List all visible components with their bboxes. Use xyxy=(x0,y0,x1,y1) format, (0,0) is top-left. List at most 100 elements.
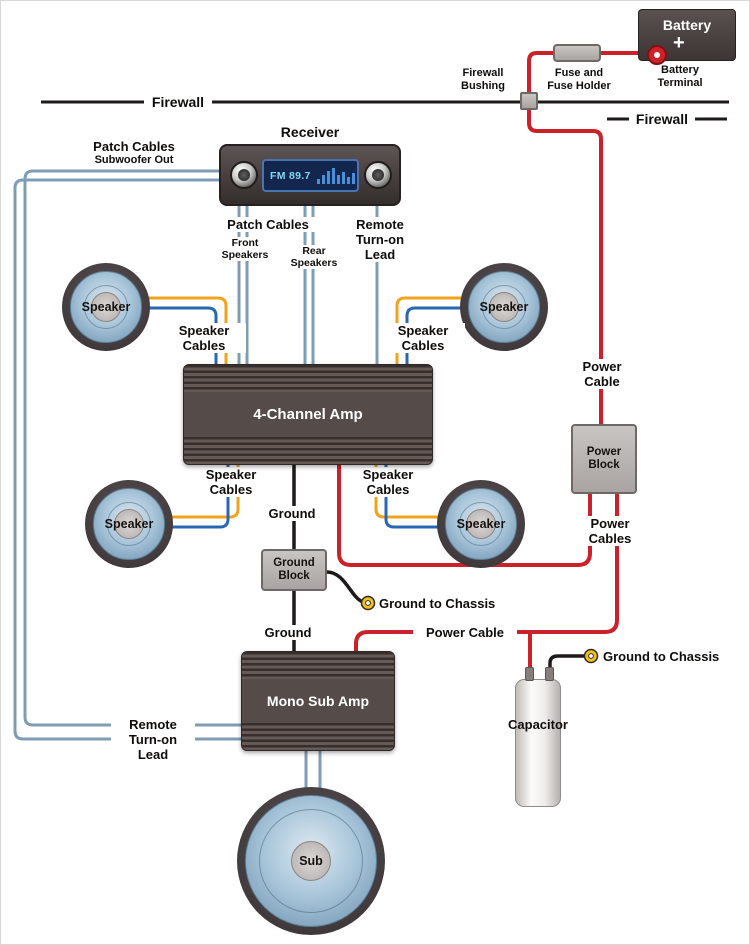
power-block-line2: Block xyxy=(588,459,620,471)
speaker-cables-line1: Speaker xyxy=(178,323,230,338)
four-channel-amp: 4-Channel Amp xyxy=(183,364,433,465)
remote-lead-to-sub-amp xyxy=(13,178,247,741)
speaker-wire-fr-orange xyxy=(395,296,491,367)
amp-heatsink-fins xyxy=(184,437,432,464)
fuse-label-line1: Fuse and xyxy=(554,67,604,79)
subwoofer: Sub xyxy=(237,787,385,935)
battery-terminal-line1: Battery xyxy=(661,64,699,76)
patch-cables-label: Patch Cables xyxy=(216,217,320,232)
bushing-label-line1: Firewall xyxy=(462,67,504,79)
speaker-cables-line1: Speaker xyxy=(397,323,449,338)
firewall-label-left: Firewall xyxy=(144,94,212,110)
power-block-line1: Power xyxy=(586,446,622,458)
chassis-ring-terminal-icon xyxy=(360,595,376,611)
speaker-wire-rl-blue xyxy=(137,460,230,529)
ground-to-chassis-label-2: Ground to Chassis xyxy=(603,649,720,664)
capacitor xyxy=(515,679,561,807)
capacitor-terminal-right xyxy=(545,667,554,681)
remote-lead-bottom-line3: Lead xyxy=(137,747,169,762)
subwoofer-patch-cable xyxy=(23,169,247,727)
speaker-cables-label-4: Speaker Cables xyxy=(346,467,430,497)
battery-terminal-line2: Terminal xyxy=(657,77,703,89)
speaker-cables-line1: Speaker xyxy=(362,467,414,482)
sub-label: Sub xyxy=(299,854,323,868)
speaker-dust-cap xyxy=(114,509,144,539)
battery-terminal-icon xyxy=(647,45,667,65)
speaker-label: Speaker xyxy=(104,517,154,531)
chassis-ring-terminal-icon-2 xyxy=(583,648,599,664)
firewall-label-right: Firewall xyxy=(629,111,695,127)
speaker-front-left: Speaker xyxy=(62,263,150,351)
power-cable-line2: Cable xyxy=(584,374,620,389)
mono-sub-amp-title: Mono Sub Amp xyxy=(266,693,370,709)
fuse-holder-label: Fuse and Fuse Holder xyxy=(539,67,619,93)
firewall-bushing xyxy=(520,92,538,110)
power-cables-line1: Power xyxy=(590,516,630,531)
rear-speakers-line1: Rear xyxy=(302,245,326,257)
speaker-label: Speaker xyxy=(81,300,131,314)
plus-sign: + xyxy=(673,32,685,54)
radio-frequency: FM 89.7 xyxy=(270,169,311,182)
four-channel-amp-title: 4-Channel Amp xyxy=(253,406,363,423)
remote-lead-label-bottom: Remote Turn-on Lead xyxy=(111,717,195,762)
speaker-front-right: Speaker xyxy=(460,263,548,351)
speaker-dust-cap xyxy=(489,292,519,322)
receiver-title: Receiver xyxy=(280,124,340,140)
amp-heatsink-fins xyxy=(242,723,394,750)
ground-block: Ground Block xyxy=(261,549,327,591)
speaker-wire-rr-blue xyxy=(384,460,475,529)
remote-lead-top-line2: Turn-on xyxy=(355,232,405,247)
ground-wire-to-chassis xyxy=(325,570,365,604)
power-cable-battery-to-block xyxy=(527,51,659,428)
remote-lead-top-line1: Remote xyxy=(356,217,404,232)
volume-knob-icon xyxy=(230,161,258,189)
speaker-dust-cap xyxy=(466,509,496,539)
bushing-label-line2: Bushing xyxy=(461,80,505,92)
speaker-wire-rr-orange xyxy=(374,460,475,519)
power-cables-label: Power Cables xyxy=(576,516,644,546)
speaker-wire-fl-blue xyxy=(117,306,218,367)
firewall-bushing-label: Firewall Bushing xyxy=(449,67,517,93)
speaker-rear-right: Speaker xyxy=(437,480,525,568)
power-cables-line2: Cables xyxy=(588,531,632,546)
battery-terminal-label: Battery Terminal xyxy=(635,64,725,90)
remote-lead-bottom-line1: Remote xyxy=(129,717,177,732)
subwoofer-dust-cap xyxy=(291,841,331,881)
remote-lead-label-top: Remote Turn-on Lead xyxy=(347,217,413,262)
speaker-cables-label-3: Speaker Cables xyxy=(189,467,273,497)
subwoofer-patch-label: Patch Cables Subwoofer Out xyxy=(73,139,195,167)
ground-label-2: Ground xyxy=(256,625,320,640)
front-speakers-label: Front Speakers xyxy=(214,237,276,261)
speaker-wire-fl-orange xyxy=(117,296,228,367)
amp-heatsink-fins xyxy=(242,652,394,679)
battery-label: Battery xyxy=(662,17,712,33)
fuse-label-line2: Fuse Holder xyxy=(547,80,611,92)
speaker-label: Speaker xyxy=(479,300,529,314)
capacitor-ground-wire xyxy=(548,654,587,675)
front-speakers-line2: Speakers xyxy=(221,249,269,261)
subwoofer-patch-line1: Patch Cables xyxy=(93,139,175,154)
ground-label-1: Ground xyxy=(260,506,324,521)
speaker-cables-line2: Cables xyxy=(401,338,445,353)
speaker-rear-left: Speaker xyxy=(85,480,173,568)
front-speakers-line1: Front xyxy=(231,237,259,249)
speaker-wire-rl-orange xyxy=(137,460,240,519)
speaker-cables-label-1: Speaker Cables xyxy=(162,323,246,353)
fuse-holder xyxy=(553,44,601,62)
radio-display: FM 89.7 xyxy=(262,159,359,192)
speaker-cables-line2: Cables xyxy=(366,482,410,497)
speaker-dust-cap xyxy=(91,292,121,322)
speaker-cables-line2: Cables xyxy=(209,482,253,497)
speaker-label: Speaker xyxy=(456,517,506,531)
power-cable-label-inline: Power Cable xyxy=(413,625,517,640)
speaker-cables-label-2: Speaker Cables xyxy=(381,323,465,353)
rear-speakers-label: Rear Speakers xyxy=(283,245,345,269)
signal-bars-icon xyxy=(316,167,355,184)
capacitor-terminal-left xyxy=(525,667,534,681)
remote-lead-bottom-line2: Turn-on xyxy=(128,732,178,747)
ground-block-line2: Block xyxy=(278,570,310,582)
ground-to-chassis-label-1: Ground to Chassis xyxy=(379,596,496,611)
rear-speakers-line2: Speakers xyxy=(290,257,338,269)
ground-block-line1: Ground xyxy=(273,557,315,569)
amp-heatsink-fins xyxy=(184,365,432,392)
